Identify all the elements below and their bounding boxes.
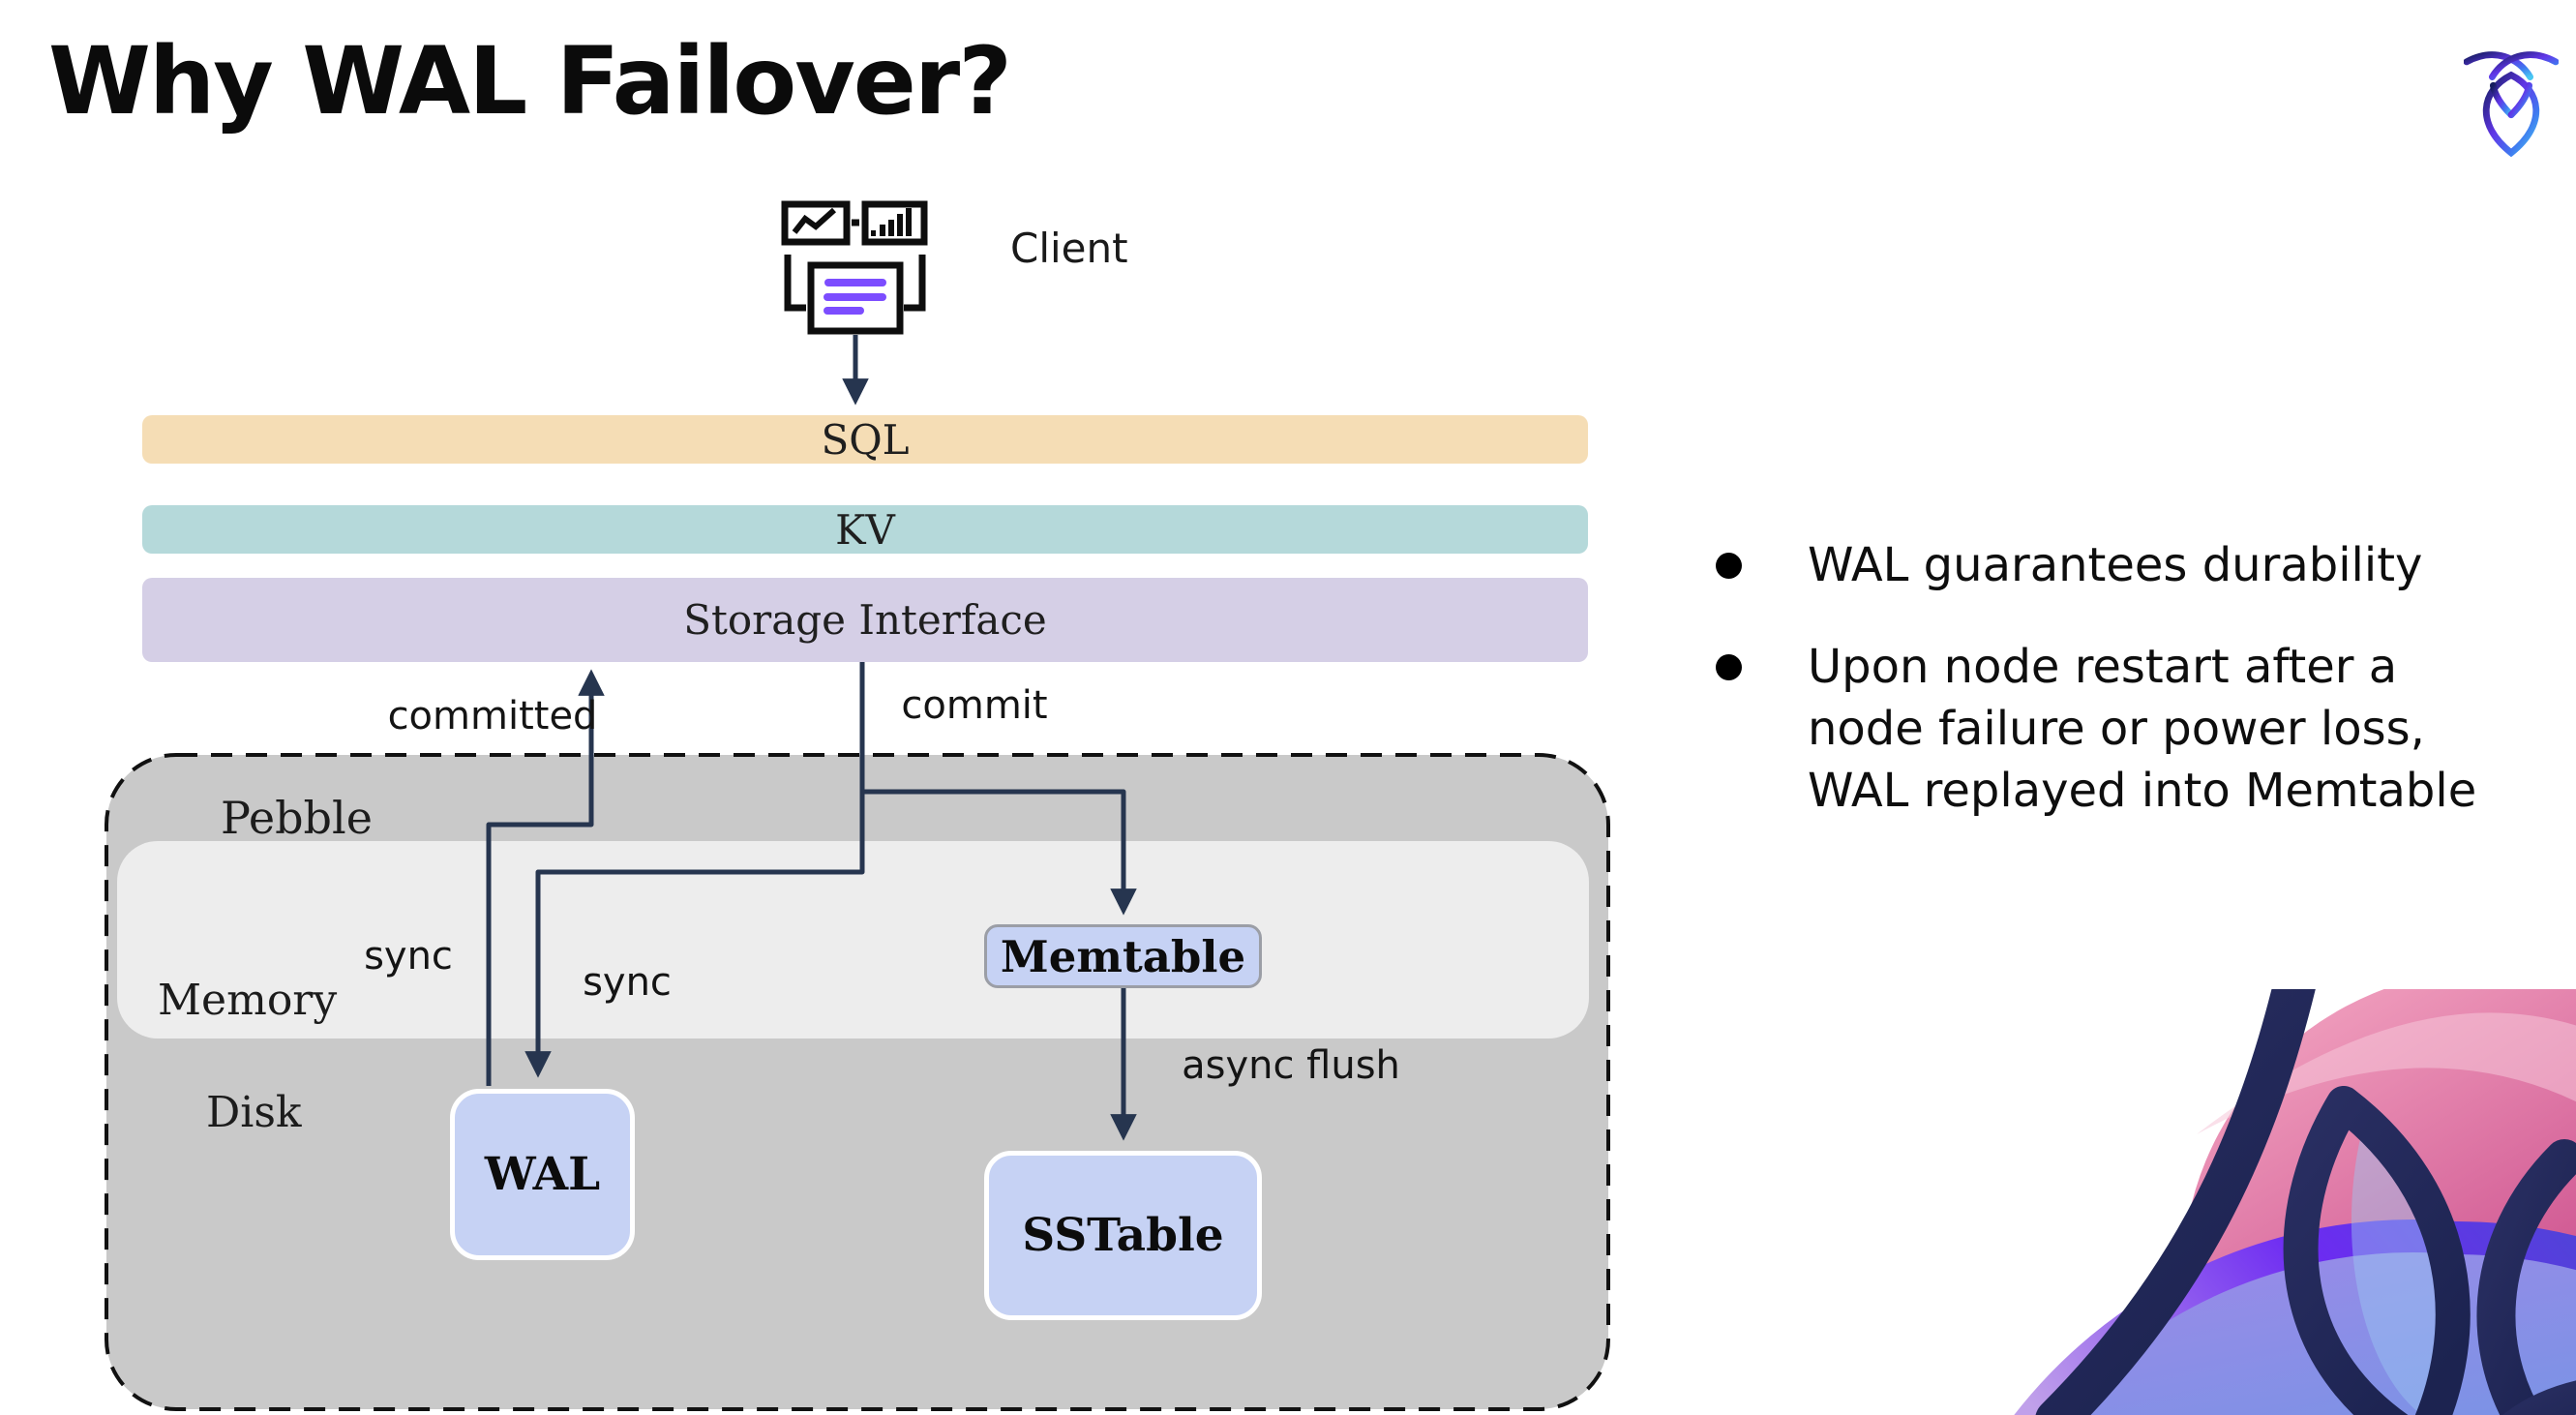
edge-label-sync-left: sync [364,934,453,978]
memtable-node: Memtable [984,924,1262,988]
client-icon [781,200,928,335]
memory-region-label: Memory [158,976,338,1025]
wal-node-label: WAL [484,1148,601,1201]
client-label: Client [1010,225,1128,272]
sql-layer-bar: SQL [142,415,1588,464]
arrow-committed-wal-to-storage [486,669,605,1086]
bullet-text: Upon node restart after a node failure o… [1808,640,2477,818]
wal-node: WAL [450,1089,635,1260]
diagram-connectors [486,335,1137,1141]
arrow-commit-branch-to-memtable [862,789,1137,916]
edge-label-async-flush: async flush [1182,1043,1400,1088]
memtable-node-label: Memtable [1000,930,1246,982]
kv-layer-bar: KV [142,505,1588,554]
page-title: Why WAL Failover? [48,27,1012,135]
brand-art [2014,989,2576,1415]
edge-label-sync-right: sync [583,960,672,1005]
cockroachdb-logo-icon [2464,51,2559,157]
list-item: Upon node restart after a node failure o… [1707,636,2485,822]
bullet-text: WAL guarantees durability [1808,538,2423,592]
bullet-dot-icon [1716,654,1742,680]
sstable-node-label: SSTable [1022,1209,1224,1262]
pebble-label: Pebble [221,792,373,844]
arrow-commit-storage-to-wal [524,662,865,1078]
storage-interface-layer-bar: Storage Interface [142,578,1588,662]
bullet-list: WAL guarantees durability Upon node rest… [1707,534,2481,861]
sstable-node: SSTable [984,1151,1262,1320]
bullet-dot-icon [1716,553,1742,579]
edge-label-committed: committed [387,694,598,738]
disk-region-label: Disk [206,1088,302,1137]
edge-label-commit: commit [901,683,1048,728]
list-item: WAL guarantees durability [1707,534,2485,596]
